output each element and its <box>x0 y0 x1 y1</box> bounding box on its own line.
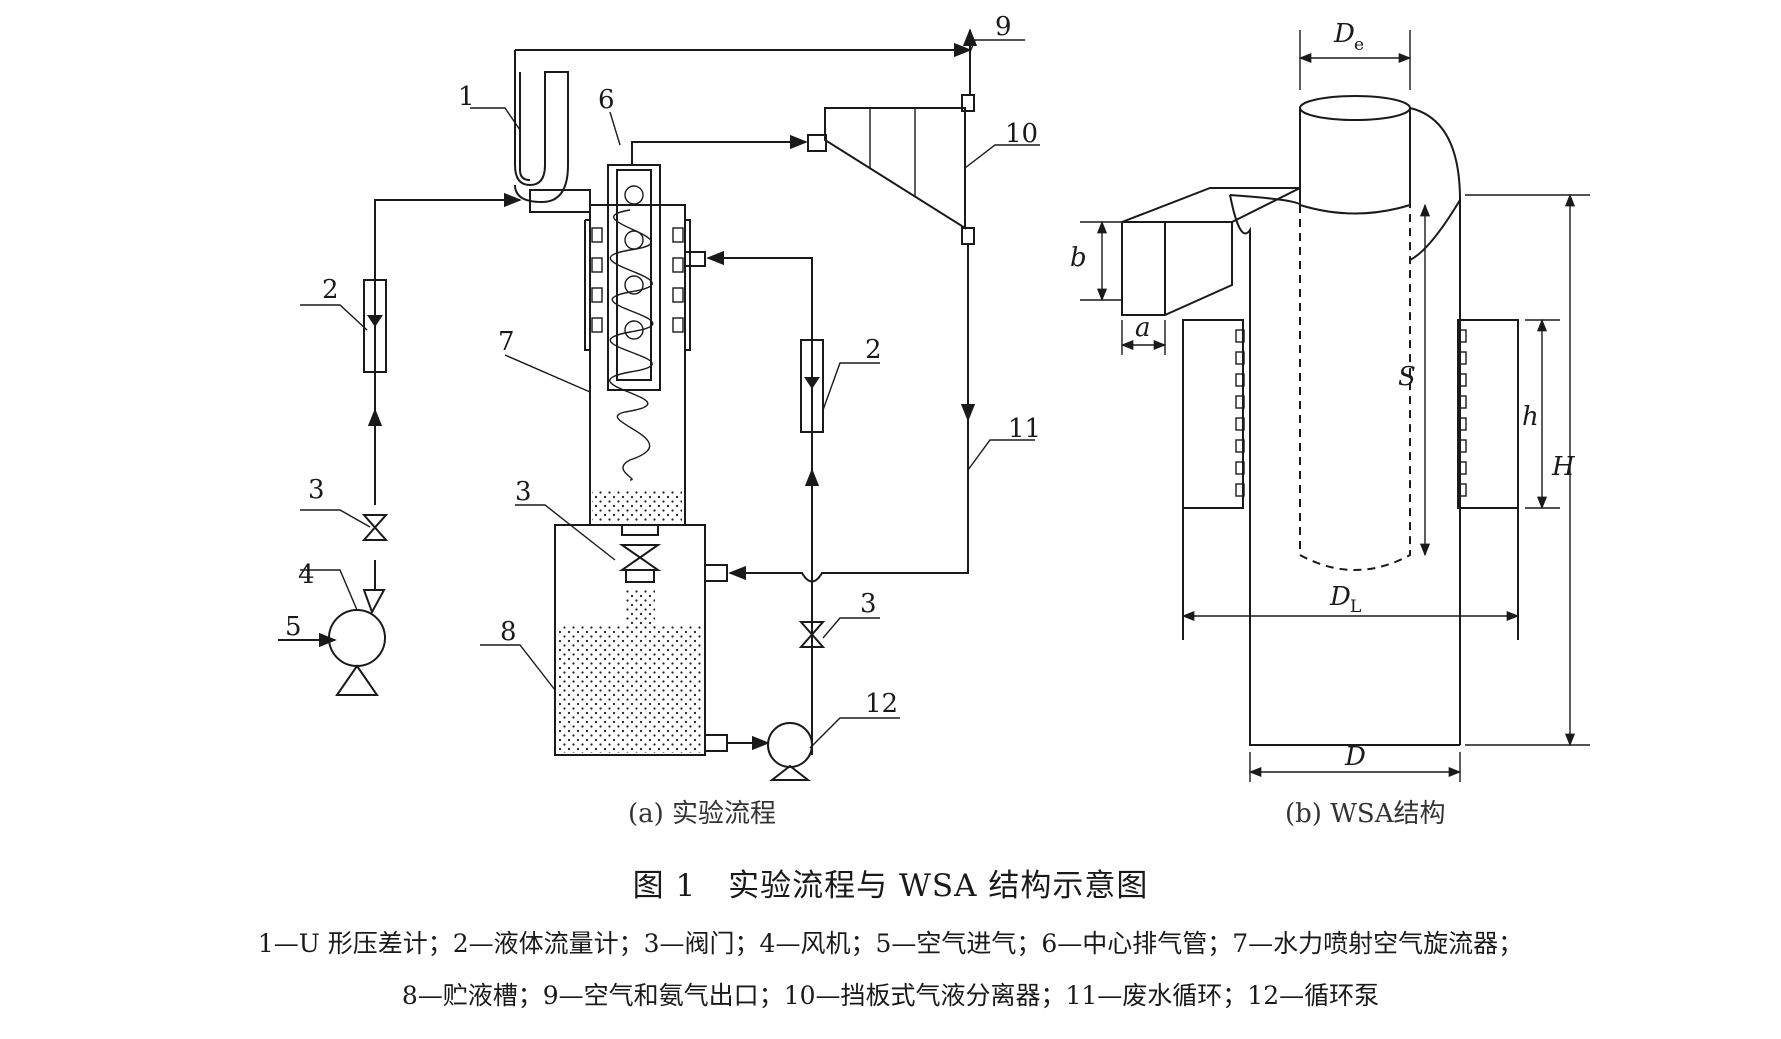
dim-b: b <box>1070 243 1087 273</box>
label-3b: 3 <box>860 589 877 619</box>
flowmeter-right <box>800 339 824 433</box>
label-9: 9 <box>995 12 1012 42</box>
valve-right <box>798 621 826 648</box>
label-7: 7 <box>498 327 515 357</box>
dim-DL: D <box>1329 582 1351 612</box>
air-inlet-line <box>374 192 522 505</box>
exhaust-line <box>631 134 808 165</box>
callouts-a: 1 2 3 4 5 6 7 3 8 9 10 11 2 3 <box>285 12 1041 749</box>
subcaption-a: (a) 实验流程 <box>628 799 776 829</box>
valve-tank <box>618 524 662 583</box>
valve-left <box>361 514 389 541</box>
liquid-line <box>706 250 813 755</box>
legend-line-1: 1—U 形压差计；2—液体流量计；3—阀门；4—风机；5—空气进气；6—中心排气… <box>257 929 1524 958</box>
panel-a-flow: 1 2 3 4 5 6 7 3 8 9 10 11 2 3 <box>278 12 1041 829</box>
circulation-pump <box>767 722 813 781</box>
dim-H: H <box>1551 452 1576 482</box>
label-1: 1 <box>458 82 475 112</box>
dim-D: D <box>1344 742 1366 772</box>
label-3c: 3 <box>515 477 532 507</box>
label-8: 8 <box>500 617 517 647</box>
label-6: 6 <box>598 85 615 115</box>
dim-DL-sub: L <box>1350 597 1361 617</box>
u-tube-manometer <box>514 50 569 204</box>
flowmeter-left <box>363 279 387 373</box>
label-12: 12 <box>865 689 898 719</box>
storage-tank <box>554 524 728 756</box>
subcaption-b: (b) WSA结构 <box>1285 799 1446 829</box>
label-3a: 3 <box>308 475 325 505</box>
label-2b: 2 <box>865 335 882 365</box>
dim-De-sub: e <box>1354 35 1364 55</box>
label-2a: 2 <box>322 275 339 305</box>
dimension-labels: D e b a S h H D L D <box>1070 19 1576 772</box>
label-11: 11 <box>1008 414 1041 444</box>
baffle-separator <box>807 94 975 245</box>
figure-title: 图 1 实验流程与 WSA 结构示意图 <box>632 868 1149 904</box>
wastewater-return <box>728 420 969 583</box>
dim-a: a <box>1135 313 1151 343</box>
legend-line-2: 8—贮液槽；9—空气和氨气出口；10—挡板式气液分离器；11—废水循环；12—循… <box>401 981 1380 1010</box>
dimension-lines <box>1080 30 1590 782</box>
dim-S: S <box>1398 362 1416 392</box>
panel-b-wsa: D e b a S h H D L D (b) WSA结构 <box>1070 19 1590 829</box>
label-10: 10 <box>1005 119 1038 149</box>
air-sparged-hydrocyclone <box>529 164 706 526</box>
label-5: 5 <box>285 612 302 642</box>
dim-h: h <box>1522 402 1539 432</box>
dim-De: D <box>1333 19 1355 49</box>
blower <box>328 560 386 696</box>
label-4: 4 <box>298 560 315 590</box>
